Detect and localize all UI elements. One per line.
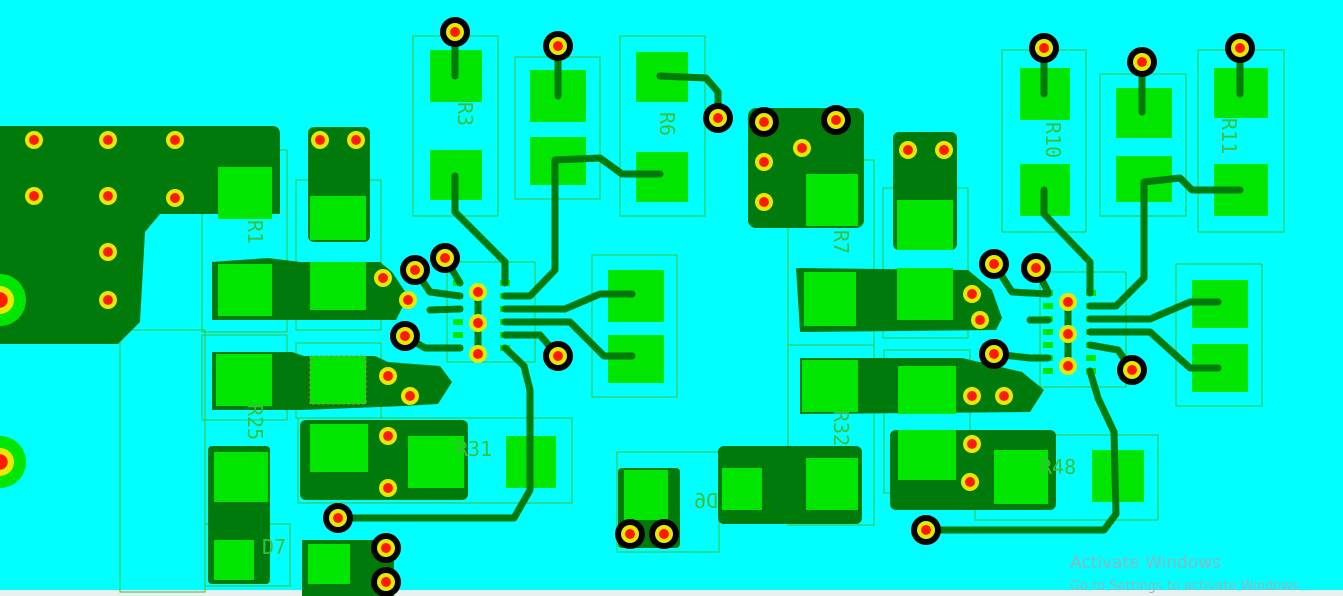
via: [347, 131, 365, 149]
activation-watermark-title: Activate Windows: [1070, 553, 1221, 573]
designator-r7: R7: [829, 230, 853, 254]
vias: [0, 17, 1255, 596]
via: [401, 387, 419, 405]
via: [899, 141, 917, 159]
via: [755, 193, 773, 211]
via: [1059, 293, 1077, 311]
via: [615, 519, 645, 549]
via: [979, 249, 1009, 279]
via: [1059, 325, 1077, 343]
designator-r1: R1: [243, 220, 267, 244]
via: [911, 515, 941, 545]
designator-r11: R11: [1217, 118, 1241, 154]
via: [961, 473, 979, 491]
via: [390, 321, 420, 351]
via: [821, 105, 851, 135]
designator-d7: D7: [262, 535, 286, 559]
via: [1059, 357, 1077, 375]
via: [99, 243, 117, 261]
via: [399, 291, 417, 309]
via: [469, 283, 487, 301]
designator-r10: R10: [1041, 122, 1065, 158]
via: [379, 367, 397, 385]
via: [1127, 47, 1157, 77]
via: [935, 141, 953, 159]
via: [371, 567, 401, 596]
via: [971, 311, 989, 329]
via: [1021, 253, 1051, 283]
designator-r32: R32: [829, 410, 853, 446]
designator-r48: R48: [1040, 455, 1076, 479]
via: [995, 387, 1013, 405]
via: [323, 503, 353, 533]
designator-r6: R6: [655, 112, 679, 136]
designator-r31: R31: [456, 437, 492, 461]
via: [979, 339, 1009, 369]
via: [166, 189, 184, 207]
via: [1225, 33, 1255, 63]
designator-r3: R3: [453, 102, 477, 126]
via: [543, 31, 573, 61]
designator-r25: R25: [243, 404, 267, 440]
via: [963, 285, 981, 303]
via: [430, 243, 460, 273]
activation-watermark-subtitle: Go to Settings to activate Windows.: [1070, 579, 1303, 594]
via: [379, 479, 397, 497]
via: [469, 345, 487, 363]
via: [0, 448, 14, 476]
via: [374, 269, 392, 287]
via: [25, 187, 43, 205]
via: [99, 291, 117, 309]
via: [703, 103, 733, 133]
via: [793, 139, 811, 157]
via: [755, 153, 773, 171]
via: [166, 131, 184, 149]
via: [543, 341, 573, 371]
via: [1029, 33, 1059, 63]
via: [440, 17, 470, 47]
via: [400, 255, 430, 285]
designator-d6: D6: [694, 489, 718, 513]
via: [371, 533, 401, 563]
via: [469, 314, 487, 332]
designator-labels: R1 R3 R6 R7 R10 R11 R25 R31 R32 R48 D6 D…: [243, 102, 1241, 559]
via: [749, 107, 779, 137]
board-edge: [0, 590, 1343, 596]
via: [99, 131, 117, 149]
via: [1117, 355, 1147, 385]
via: [379, 427, 397, 445]
via: [963, 435, 981, 453]
via: [649, 519, 679, 549]
via: [25, 131, 43, 149]
via: [963, 387, 981, 405]
via: [0, 286, 14, 314]
via: [99, 187, 117, 205]
via: [311, 131, 329, 149]
silkscreen-outlines: [119, 35, 1285, 593]
